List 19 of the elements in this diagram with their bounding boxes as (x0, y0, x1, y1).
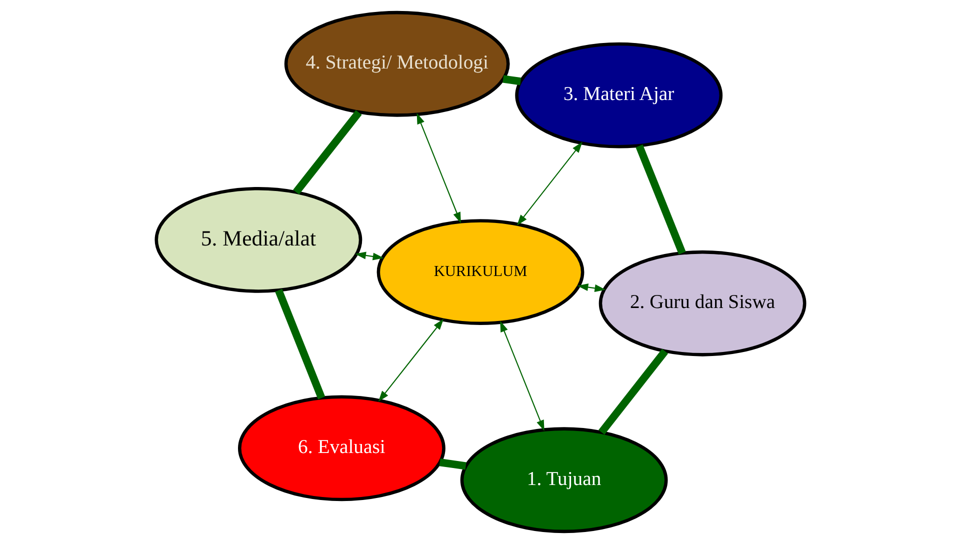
connector (292, 110, 362, 194)
arrow (500, 320, 544, 432)
node-ellipse: 1. Tujuan (460, 427, 668, 534)
arrow (378, 318, 444, 402)
connector (438, 458, 466, 470)
node-ellipse: 4. Strategi/ Metodologi (284, 10, 510, 117)
arrow (516, 142, 582, 226)
connector (274, 288, 325, 400)
node-ellipse: 6. Evaluasi (237, 395, 445, 502)
node-ellipse: 5. Media/alat (154, 186, 362, 293)
connector (598, 348, 668, 435)
connector (635, 144, 686, 254)
node-ellipse: KURIKULUM (376, 219, 584, 326)
arrow (416, 113, 460, 224)
connector (502, 75, 521, 86)
node-ellipse: 3. Materi Ajar (514, 42, 722, 148)
node-ellipse: 2. Guru dan Siswa (598, 250, 806, 356)
arrow (576, 283, 606, 292)
arrow (354, 252, 384, 260)
